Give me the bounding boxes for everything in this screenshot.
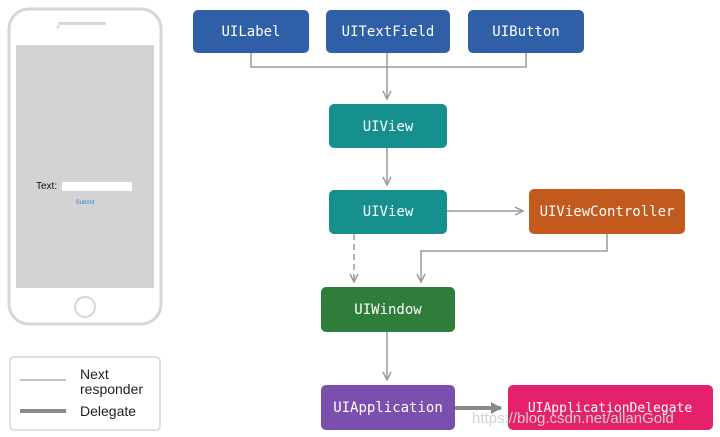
svg-text:UIApplication: UIApplication [333, 400, 443, 416]
phone-screen [16, 45, 154, 288]
phone-mockup: Text: Submit [7, 7, 163, 326]
svg-text:UIButton: UIButton [492, 24, 559, 40]
node-uiwindow: UIWindow [321, 287, 455, 332]
node-uiview-bottom: UIView [329, 190, 447, 234]
node-uibutton: UIButton [468, 10, 584, 53]
svg-text:UITextField: UITextField [342, 24, 435, 40]
node-uiapplicationdelegate: UIApplicationDelegate [508, 385, 713, 430]
node-uilabel: UILabel [193, 10, 309, 53]
legend-next-responder-label: Next responder [80, 366, 143, 397]
svg-text:UIWindow: UIWindow [354, 302, 422, 318]
phone-camera [56, 25, 60, 29]
phone-submit-button[interactable]: Submit [76, 200, 95, 206]
phone-home-button [74, 296, 96, 318]
legend-delegate-label: Delegate [80, 403, 136, 419]
phone-speaker [58, 22, 106, 25]
node-uiview-top: UIView [329, 104, 447, 148]
svg-text:UIView: UIView [363, 119, 414, 135]
watermark: https://blog.csdn.net/allanGold [472, 410, 674, 427]
svg-text:UIApplicationDelegate: UIApplicationDelegate [528, 401, 693, 416]
svg-text:UIView: UIView [363, 204, 414, 220]
legend: Next responder Delegate [9, 356, 161, 431]
node-uiapplication: UIApplication [321, 385, 455, 430]
phone-text-field[interactable] [62, 182, 132, 191]
svg-text:UIViewController: UIViewController [540, 204, 675, 220]
node-uiviewcontroller: UIViewController [529, 189, 685, 234]
connector-controller-to-window [421, 234, 608, 282]
phone-text-label: Text: [36, 181, 57, 192]
svg-text:UILabel: UILabel [221, 24, 280, 40]
connector-top-merge [250, 53, 527, 99]
node-uitextfield: UITextField [326, 10, 450, 53]
